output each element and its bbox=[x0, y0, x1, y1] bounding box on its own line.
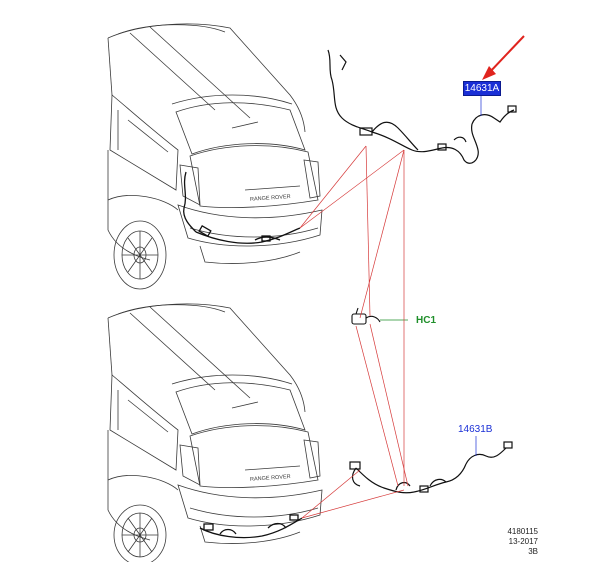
reference-revision: 3B bbox=[528, 547, 538, 556]
connector-hc1-drawing bbox=[351, 307, 408, 325]
reference-block: 4180115 13-2017 3B bbox=[478, 527, 538, 557]
reference-code: 4180115 bbox=[507, 527, 538, 536]
leader-lines bbox=[299, 145, 409, 519]
reference-date: 13-2017 bbox=[508, 537, 538, 546]
vehicle-rear-view-top bbox=[107, 23, 323, 290]
vehicle-rear-view-bottom bbox=[107, 303, 323, 562]
callout-leaders bbox=[475, 95, 482, 456]
harness-14631b-drawing bbox=[349, 441, 513, 494]
callout-14631b[interactable]: 14631B bbox=[458, 424, 493, 435]
vehicle-badge-top: RANGE ROVER bbox=[250, 194, 291, 203]
rear-harness-installed-top bbox=[183, 171, 301, 244]
callout-hc1[interactable]: HC1 bbox=[416, 315, 437, 326]
vehicle-badge-bottom: RANGE ROVER bbox=[250, 474, 291, 483]
harness-14631a-drawing bbox=[327, 49, 517, 164]
pointer-arrow bbox=[482, 35, 525, 80]
callout-14631a[interactable]: 14631A bbox=[463, 81, 501, 96]
rear-harness-installed-bottom bbox=[199, 514, 303, 539]
